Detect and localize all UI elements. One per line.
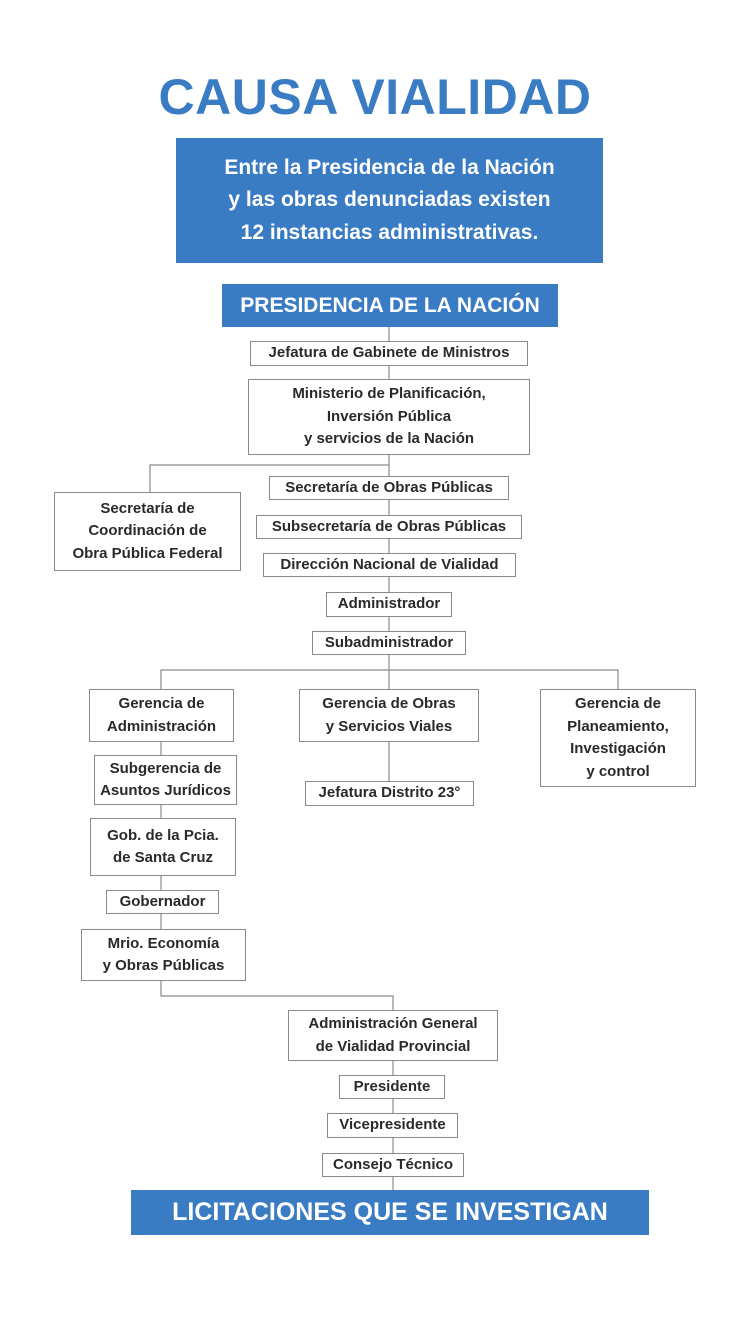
connector [160, 981, 394, 1010]
node-vicepresidente: Vicepresidente [327, 1113, 458, 1138]
presidencia-band: PRESIDENCIA DE LA NACIÓN [222, 284, 558, 327]
node-jefatura-gabinete: Jefatura de Gabinete de Ministros [250, 341, 528, 366]
node-gerencia-planeamiento: Gerencia de Planeamiento, Investigación … [540, 689, 696, 787]
node-ministerio-planificacion: Ministerio de Planificación, Inversión P… [248, 379, 530, 455]
node-jefatura-distrito: Jefatura Distrito 23° [305, 781, 474, 806]
node-gobernador: Gobernador [106, 890, 219, 914]
node-subgerencia-juridicos: Subgerencia de Asuntos Jurídicos [94, 755, 237, 805]
node-admin-vialidad-provincial: Administración General de Vialidad Provi… [288, 1010, 498, 1061]
node-administrador: Administrador [326, 592, 452, 617]
node-gob-pcia: Gob. de la Pcia. de Santa Cruz [90, 818, 236, 876]
node-presidente: Presidente [339, 1075, 445, 1099]
node-subsecretaria-obras: Subsecretaría de Obras Públicas [256, 515, 522, 539]
connector [149, 464, 389, 492]
node-mrio-economia: Mrio. Economía y Obras Públicas [81, 929, 246, 981]
node-direccion-vialidad: Dirección Nacional de Vialidad [263, 553, 516, 577]
node-secretaria-obras: Secretaría de Obras Públicas [269, 476, 509, 500]
node-gerencia-administracion: Gerencia de Administración [89, 689, 234, 742]
licitaciones-band: LICITACIONES QUE SE INVESTIGAN [131, 1190, 649, 1235]
node-consejo-tecnico: Consejo Técnico [322, 1153, 464, 1177]
page-title: CAUSA VIALIDAD [158, 69, 592, 125]
node-gerencia-obras: Gerencia de Obras y Servicios Viales [299, 689, 479, 742]
node-secretaria-coordinacion: Secretaría de Coordinación de Obra Públi… [54, 492, 241, 571]
node-subadministrador: Subadministrador [312, 631, 466, 655]
subtitle-box: Entre la Presidencia de la Nación y las … [176, 138, 603, 263]
